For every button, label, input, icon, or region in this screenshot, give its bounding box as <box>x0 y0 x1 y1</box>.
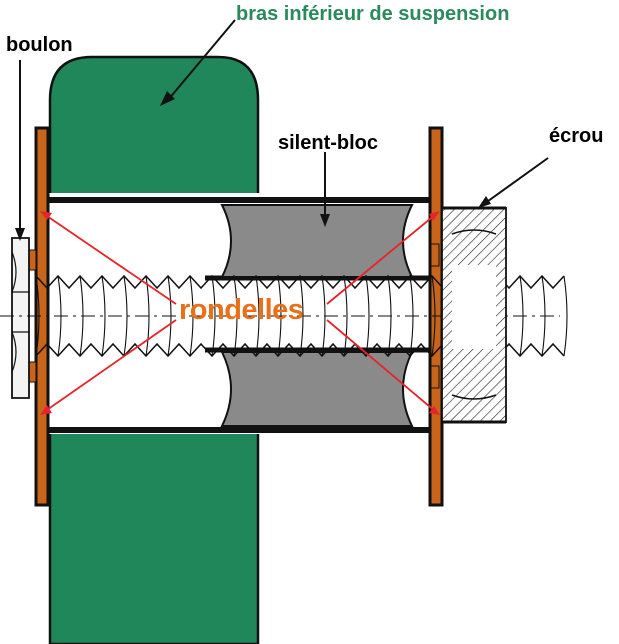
washers-label: rondelles <box>179 294 304 326</box>
rubber-bushing <box>220 204 414 427</box>
arm-upper <box>48 55 260 197</box>
leader-arrows <box>15 19 549 241</box>
washer-pointers <box>40 211 440 415</box>
arm-label: bras inférieur de suspension <box>236 3 510 25</box>
arm-lower <box>48 430 260 644</box>
nut <box>441 206 507 424</box>
bolt-label: boulon <box>6 34 73 56</box>
bushing-label: silent-bloc <box>278 132 379 154</box>
bolt-head <box>11 237 30 399</box>
nut-label: écrou <box>549 125 604 147</box>
